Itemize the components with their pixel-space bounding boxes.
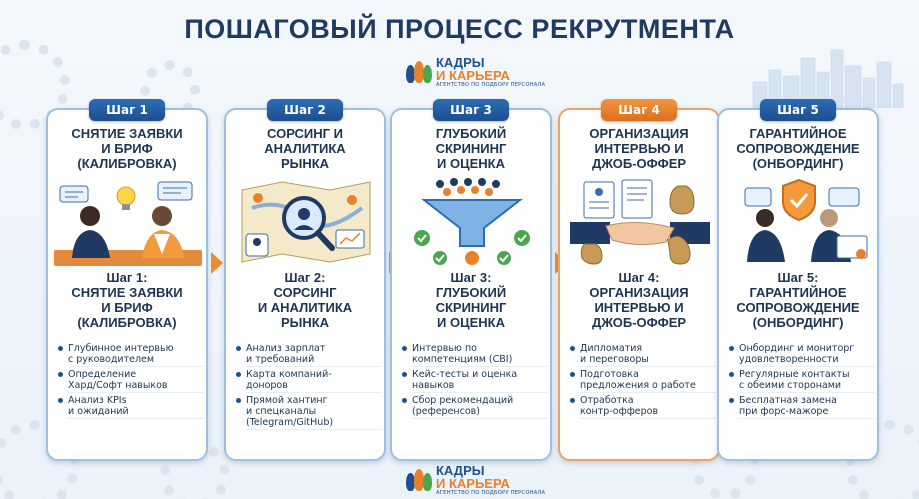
list-item: Интервью по компетенциям (CBI) bbox=[402, 343, 548, 367]
list-item: Регулярные контакты с обеими сторонами bbox=[729, 369, 875, 393]
list-item: Анализ зарплат и требований bbox=[236, 343, 382, 367]
list-item: Отработка контр-офферов bbox=[570, 395, 716, 419]
step-badge: Шаг 5 bbox=[760, 99, 836, 121]
step-badge: Шаг 3 bbox=[433, 99, 509, 121]
list-item: Прямой хантинг и спецканалы (Telegram/Gi… bbox=[236, 395, 382, 430]
step-heading: СОРСИНГ И АНАЛИТИКА РЫНКА bbox=[264, 126, 346, 171]
step-heading: ГАРАНТИЙНОЕ СОПРОВОЖДЕНИЕ (ОНБОРДИНГ) bbox=[736, 126, 860, 171]
funnel-icon bbox=[414, 178, 530, 265]
step-bullet-list: Анализ зарплат и требований Карта компан… bbox=[236, 343, 382, 432]
step-subheading: Шаг 4: ОРГАНИЗАЦИЯ ИНТЕРВЬЮ И ДЖОБ-ОФФЕР bbox=[589, 270, 689, 330]
list-item: Бесплатная замена при форс-мажоре bbox=[729, 395, 875, 419]
step-badge: Шаг 4 bbox=[601, 99, 677, 121]
step-bullet-list: Дипломатия и переговоры Подготовка предл… bbox=[570, 343, 716, 421]
step-badge: Шаг 2 bbox=[267, 99, 343, 121]
logo-line2: И КАРЬЕРА bbox=[436, 476, 510, 491]
list-item: Определение Хард/Софт навыков bbox=[58, 369, 204, 393]
people-logo-icon bbox=[406, 59, 432, 85]
list-item: Кейс-тесты и оценка навыков bbox=[402, 369, 548, 393]
list-item: Карта компаний- доноров bbox=[236, 369, 382, 393]
meeting-icon bbox=[54, 181, 202, 266]
list-item: Онбординг и мониторг удовлетворенности bbox=[729, 343, 875, 367]
map-magnifier-icon bbox=[241, 181, 371, 263]
logo-bottom: КАДРЫ И КАРЬЕРА АГЕНТСТВО ПО ПОДБОРУ ПЕР… bbox=[406, 464, 545, 496]
logo-top: КАДРЫ И КАРЬЕРА АГЕНТСТВО ПО ПОДБОРУ ПЕР… bbox=[406, 56, 545, 88]
page-title: ПОШАГОВЫЙ ПРОЦЕСС РЕКРУТМЕНТА bbox=[184, 14, 735, 44]
handshake-icon bbox=[570, 179, 710, 265]
logo-line2: И КАРЬЕРА bbox=[436, 68, 510, 83]
arrow-right-icon bbox=[211, 252, 223, 274]
list-item: Дипломатия и переговоры bbox=[570, 343, 716, 367]
step-heading: СНЯТИЕ ЗАЯВКИ И БРИФ (КАЛИБРОВКА) bbox=[71, 126, 183, 171]
list-item: Анализ KPIs и ожиданий bbox=[58, 395, 204, 419]
step-heading: ОРГАНИЗАЦИЯ ИНТЕРВЬЮ И ДЖОБ-ОФФЕР bbox=[589, 126, 689, 171]
step-bullet-list: Глубинное интервью с руководителем Опред… bbox=[58, 343, 204, 421]
list-item: Глубинное интервью с руководителем bbox=[58, 343, 204, 367]
people-logo-icon bbox=[406, 467, 432, 493]
logo-line1: КАДРЫ bbox=[436, 463, 485, 478]
step-heading: ГЛУБОКИЙ СКРИНИНГ И ОЦЕНКА bbox=[435, 126, 507, 171]
step-card-4: Шаг 4 ОРГАНИЗАЦИЯ ИНТЕРВЬЮ И ДЖОБ-ОФФЕР … bbox=[558, 99, 720, 461]
step-subheading: Шаг 1: СНЯТИЕ ЗАЯВКИ И БРИФ (КАЛИБРОВКА) bbox=[71, 270, 183, 330]
shield-team-icon bbox=[744, 178, 868, 262]
list-item: Сбор рекомендаций (референсов) bbox=[402, 395, 548, 419]
logo-tagline: АГЕНТСТВО ПО ПОДБОРУ ПЕРСОНАЛА bbox=[436, 490, 546, 496]
step-card-3: Шаг 3 ГЛУБОКИЙ СКРИНИНГ И ОЦЕНКА Шаг 3: … bbox=[390, 99, 552, 461]
step-subheading: Шаг 3: ГЛУБОКИЙ СКРИНИНГ И ОЦЕНКА bbox=[435, 270, 507, 330]
gear-bg-icon bbox=[0, 40, 70, 130]
step-bullet-list: Онбординг и мониторг удовлетворенности Р… bbox=[729, 343, 875, 421]
step-badge: Шаг 1 bbox=[89, 99, 165, 121]
list-item: Подготовка предложения о работе bbox=[570, 369, 716, 393]
step-subheading: Шаг 5: ГАРАНТИЙНОЕ СОПРОВОЖДЕНИЕ (ОНБОРД… bbox=[736, 270, 860, 330]
step-card-2: Шаг 2 СОРСИНГ И АНАЛИТИКА РЫНКА Шаг 2: С… bbox=[224, 99, 386, 461]
step-bullet-list: Интервью по компетенциям (CBI) Кейс-тест… bbox=[402, 343, 548, 421]
logo-line1: КАДРЫ bbox=[436, 55, 485, 70]
step-card-5: Шаг 5 ГАРАНТИЙНОЕ СОПРОВОЖДЕНИЕ (ОНБОРДИ… bbox=[717, 99, 879, 461]
step-card-1: Шаг 1 СНЯТИЕ ЗАЯВКИ И БРИФ (КАЛИБРОВКА) … bbox=[46, 99, 208, 461]
logo-tagline: АГЕНТСТВО ПО ПОДБОРУ ПЕРСОНАЛА bbox=[436, 82, 546, 88]
step-subheading: Шаг 2: СОРСИНГ И АНАЛИТИКА РЫНКА bbox=[257, 270, 353, 330]
